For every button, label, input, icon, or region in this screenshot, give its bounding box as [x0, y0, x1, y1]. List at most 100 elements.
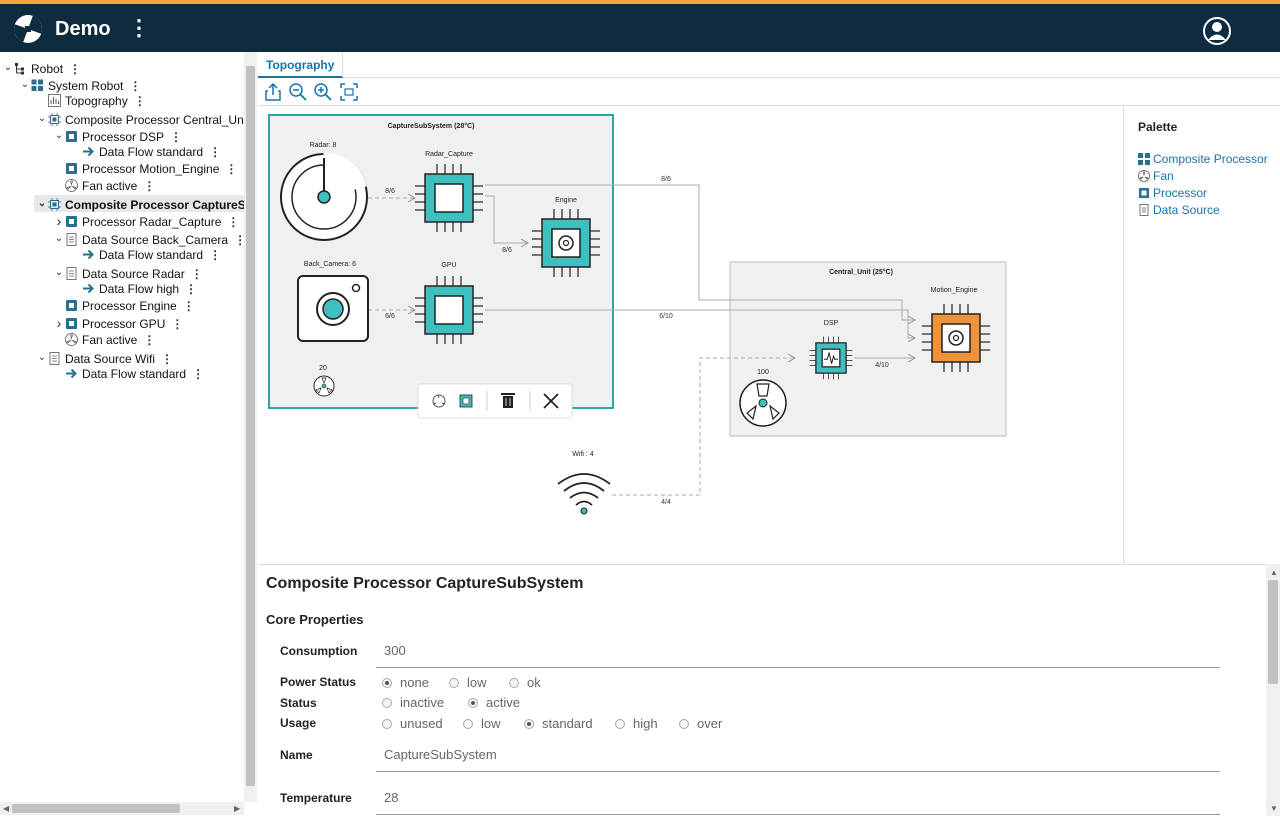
chevron-down-icon[interactable]: ⌄: [20, 79, 30, 91]
delete-icon[interactable]: [501, 393, 515, 408]
tree-item-menu-kebab-icon[interactable]: ⋮: [69, 62, 82, 76]
tree-item[interactable]: ⌄Composite Processor Central_Unit: [36, 110, 244, 127]
scroll-down-arrow[interactable]: ▼: [1270, 804, 1278, 813]
capture-subsystem-title: CaptureSubSystem (28°C): [388, 122, 475, 130]
close-icon[interactable]: [543, 393, 559, 409]
tree-item-menu-kebab-icon[interactable]: ⋮: [129, 79, 142, 94]
power-status-low-radio[interactable]: low: [449, 675, 487, 690]
tree-item-menu-kebab-icon[interactable]: ⋮: [209, 247, 222, 262]
scroll-up-arrow[interactable]: ▲: [1270, 568, 1278, 577]
tree-item[interactable]: Data Flow high ⋮: [70, 281, 197, 298]
tree-item[interactable]: Data Flow standard⋮: [70, 144, 221, 161]
tree-item-menu-kebab-icon[interactable]: ⋮: [143, 332, 156, 347]
chevron-right-icon[interactable]: ›: [56, 314, 62, 331]
chevron-right-icon[interactable]: ›: [56, 212, 62, 229]
back-camera-node[interactable]: [297, 275, 369, 342]
chevron-down-icon[interactable]: ⌄: [3, 62, 13, 73]
chevron-down-icon[interactable]: ⌄: [54, 232, 64, 244]
edge-label-gpu-motion: 6/10: [659, 313, 673, 320]
palette-item-composite-processor[interactable]: Composite Processor: [1138, 152, 1268, 166]
tree-item[interactable]: ⌄Processor DSP⋮: [53, 127, 182, 144]
fan-central-node[interactable]: [739, 379, 787, 427]
tree-item-menu-kebab-icon[interactable]: ⋮: [190, 266, 203, 281]
tree-item[interactable]: Topography⋮: [36, 93, 146, 110]
chevron-down-icon[interactable]: ⌄: [37, 198, 47, 210]
topography-diagram: CaptureSubSystem (28°C) Central_Unit (25…: [268, 114, 1007, 515]
palette-item-fan[interactable]: Fan: [1138, 169, 1174, 183]
tree-item-menu-kebab-icon[interactable]: ⋮: [171, 316, 184, 331]
tree-item[interactable]: ⌄Data Source Radar⋮: [53, 264, 203, 281]
tree-item-menu-kebab-icon[interactable]: ⋮: [185, 281, 198, 296]
tree-item-menu-kebab-icon[interactable]: ⋮: [234, 232, 244, 247]
tree-item[interactable]: ⌄System Robot⋮: [19, 76, 142, 94]
add-fan-icon[interactable]: [432, 394, 446, 408]
datasource-icon: [48, 352, 65, 366]
chevron-down-icon[interactable]: ⌄: [37, 113, 47, 125]
scroll-right-arrow[interactable]: ▶: [234, 804, 241, 813]
user-avatar-icon[interactable]: [1202, 16, 1232, 46]
sidebar-hscroll-thumb[interactable]: [12, 804, 180, 813]
scroll-left-arrow[interactable]: ◀: [3, 804, 10, 813]
properties-panel: Composite Processor CaptureSubSystem Cor…: [258, 564, 1266, 816]
tree-item[interactable]: Fan active⋮: [53, 178, 155, 195]
engine-node[interactable]: [531, 208, 601, 278]
zoom-in-icon[interactable]: [313, 82, 333, 102]
export-icon[interactable]: [263, 82, 283, 102]
palette-item-processor[interactable]: Processor: [1138, 186, 1207, 200]
tree-item-menu-kebab-icon[interactable]: ⋮: [209, 145, 222, 160]
status-active-radio[interactable]: active: [468, 695, 520, 710]
tree-item[interactable]: ⌄Robot⋮: [2, 59, 81, 76]
name-field[interactable]: CaptureSubSystem: [384, 747, 497, 762]
tree-item-menu-kebab-icon[interactable]: ⋮: [227, 214, 240, 229]
chevron-down-icon[interactable]: ⌄: [37, 352, 47, 364]
status-inactive-radio[interactable]: inactive: [382, 695, 444, 710]
dsp-node[interactable]: [809, 336, 853, 380]
tree-item-menu-kebab-icon[interactable]: ⋮: [192, 367, 205, 382]
tree-item[interactable]: ›Processor GPU⋮: [53, 314, 184, 332]
usage-high-radio[interactable]: high: [615, 716, 658, 731]
power-status-none-radio[interactable]: none: [382, 675, 429, 690]
usage-low-radio[interactable]: low: [463, 716, 501, 731]
chevron-down-icon[interactable]: ⌄: [54, 266, 64, 278]
edge-label-capture-engine: 8/6: [502, 247, 512, 254]
gpu-node[interactable]: [414, 275, 484, 345]
sidebar-tree: ⌄Robot⋮⌄System Robot⋮Topography⋮⌄Composi…: [0, 52, 244, 802]
tree-item-label: Data Flow high: [99, 281, 180, 296]
tree-item-menu-kebab-icon[interactable]: ⋮: [170, 130, 183, 145]
tree-item[interactable]: Processor Engine⋮: [53, 298, 195, 315]
fit-to-screen-icon[interactable]: [339, 82, 359, 102]
zoom-out-icon[interactable]: [288, 82, 308, 102]
usage-unused-radio[interactable]: unused: [382, 716, 443, 731]
tree-item-menu-kebab-icon[interactable]: ⋮: [182, 298, 195, 313]
tree-item[interactable]: Processor Motion_Engine⋮: [53, 161, 237, 178]
tree-item-menu-kebab-icon[interactable]: ⋮: [133, 94, 146, 109]
tree-item[interactable]: ⌄Data Source Wifi⋮: [36, 349, 173, 366]
power-status-ok-radio[interactable]: ok: [509, 675, 541, 690]
tab-topography[interactable]: Topography: [258, 52, 344, 78]
tree-item[interactable]: Fan active⋮: [53, 332, 155, 349]
temperature-field[interactable]: 28: [384, 790, 399, 805]
tree-item[interactable]: Data Flow standard⋮: [70, 247, 221, 264]
fan-capture-node[interactable]: [313, 375, 335, 397]
sidebar-scroll-thumb[interactable]: [246, 66, 255, 786]
palette-item-data-source[interactable]: Data Source: [1138, 203, 1220, 217]
motion-engine-node[interactable]: [921, 303, 991, 373]
usage-standard-radio[interactable]: standard: [524, 716, 593, 731]
chevron-down-icon[interactable]: ⌄: [54, 130, 64, 142]
properties-scroll-thumb[interactable]: [1268, 580, 1278, 684]
radar-capture-node[interactable]: [414, 163, 484, 233]
usage-over-radio[interactable]: over: [679, 716, 722, 731]
tree-item[interactable]: ⌄Data Source Back_Camera⋮: [53, 230, 244, 247]
tree-item-menu-kebab-icon[interactable]: ⋮: [225, 162, 238, 177]
tree-item-menu-kebab-icon[interactable]: ⋮: [161, 352, 174, 367]
add-processor-icon[interactable]: [459, 394, 473, 408]
diagram-canvas[interactable]: CaptureSubSystem (28°C) Central_Unit (25…: [258, 106, 1122, 564]
tree-item-menu-kebab-icon[interactable]: ⋮: [143, 179, 156, 194]
wifi-node[interactable]: [557, 473, 611, 515]
tree-item[interactable]: ›Processor Radar_Capture⋮: [53, 212, 240, 230]
radar-node[interactable]: [280, 152, 368, 241]
app-menu-kebab-icon[interactable]: ⋮: [128, 15, 150, 40]
tree-item[interactable]: ⌄Composite Processor CaptureSubSystem: [34, 195, 244, 213]
consumption-field[interactable]: 300: [384, 643, 406, 658]
tree-item[interactable]: Data Flow standard⋮: [53, 366, 204, 383]
